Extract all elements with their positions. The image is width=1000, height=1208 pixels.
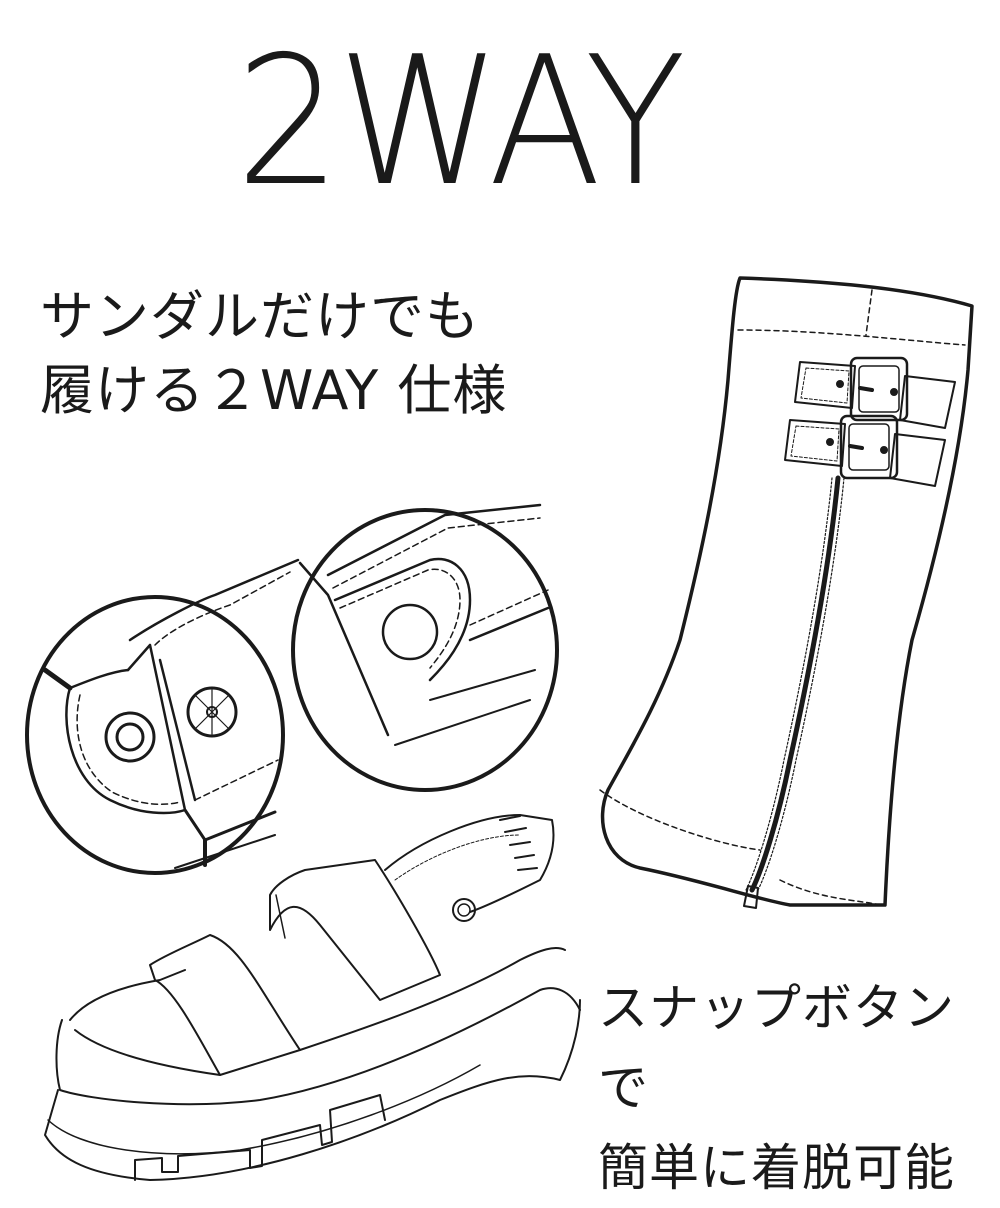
feature-text-line: 簡単に着脱可能 [598,1139,955,1197]
buckle-strap-upper [794,356,956,429]
feature-text-line: スナップボタンで [598,979,955,1117]
detail-circle-snap-right [291,503,559,792]
feature-text-snap-button: スナップボタンで 簡単に着脱可能 [598,968,1000,1208]
zipper [743,475,845,909]
feature-text-line: サンダルだけでも [40,285,480,348]
sandal-illustration [44,814,581,1181]
buckle-strap-lower [784,414,946,487]
detail-circle-snap-left [25,558,300,875]
feature-text-line: 履ける２WAY 仕様 [40,359,508,422]
feature-text-sandal-only: サンダルだけでも 履ける２WAY 仕様 [40,280,507,428]
headline-2way: 2WAY [235,18,686,225]
gaiter-illustration [599,276,974,909]
